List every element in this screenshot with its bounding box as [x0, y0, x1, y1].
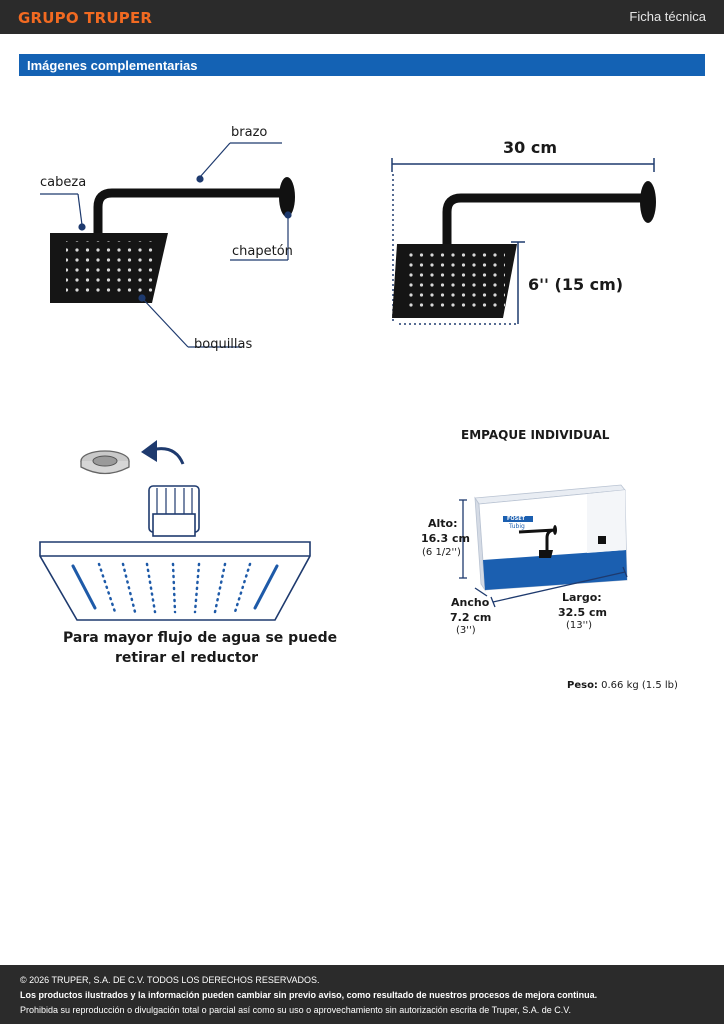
top-header-bar: GRUPO TRUPER Ficha técnica: [0, 0, 724, 34]
package-height-metric: 16.3 cm: [421, 532, 470, 545]
package-length-metric: 32.5 cm: [558, 606, 607, 619]
reducer-icon: [80, 450, 130, 475]
package-length-label: Largo:: [562, 591, 602, 604]
section-header: Imágenes complementarias: [19, 54, 705, 76]
dimension-length-label: 30 cm: [503, 138, 557, 157]
package-width-metric: 7.2 cm: [450, 611, 492, 624]
package-weight: Peso: 0.66 kg (1.5 lb): [567, 680, 678, 691]
flange-shape: [640, 181, 656, 223]
label-flange: chapetón: [232, 244, 293, 259]
footer: © 2026 TRUPER, S.A. DE C.V. TODOS LOS DE…: [0, 965, 724, 1024]
brand-logo: GRUPO TRUPER: [18, 9, 153, 27]
parts-diagram: [40, 142, 295, 348]
footer-prohibition: Prohibida su reproducción o divulgación …: [20, 1005, 571, 1015]
arm-shape: [442, 193, 646, 246]
reducer-diagram: [39, 440, 311, 621]
section-title: Imágenes complementarias: [27, 58, 198, 73]
footer-notice: Los productos ilustrados y la informació…: [20, 990, 598, 1000]
package-diagram: FOSET Tubig: [459, 484, 628, 608]
package-weight-label: Peso:: [567, 680, 598, 691]
package-weight-value: 0.66 kg (1.5 lb): [601, 680, 678, 691]
flange-shape: [279, 177, 295, 217]
package-box-line: Tubig: [508, 523, 525, 530]
package-width-label: Ancho: [451, 596, 490, 609]
package-title: EMPAQUE INDIVIDUAL: [461, 428, 610, 442]
label-arm: brazo: [231, 125, 268, 140]
package-box: FOSET Tubig: [474, 484, 628, 592]
package-width-imperial: (3''): [456, 625, 476, 636]
package-box-brand: FOSET: [507, 516, 526, 522]
package-length-imperial: (13''): [566, 620, 593, 631]
footer-copyright: © 2026 TRUPER, S.A. DE C.V. TODOS LOS DE…: [20, 975, 320, 985]
arm-shape: [93, 188, 285, 237]
dimension-head-size-label: 6'' (15 cm): [528, 275, 624, 294]
package-height-label: Alto:: [428, 517, 458, 530]
package-height-imperial: (6 1/2''): [422, 547, 461, 558]
reducer-note-line1: Para mayor flujo de agua se puede: [63, 630, 338, 646]
label-head: cabeza: [40, 175, 87, 190]
reducer-note-line2: retirar el reductor: [115, 650, 259, 666]
dimensions-diagram: [391, 158, 656, 325]
label-nozzles: boquillas: [194, 337, 253, 352]
document-type: Ficha técnica: [629, 9, 706, 24]
